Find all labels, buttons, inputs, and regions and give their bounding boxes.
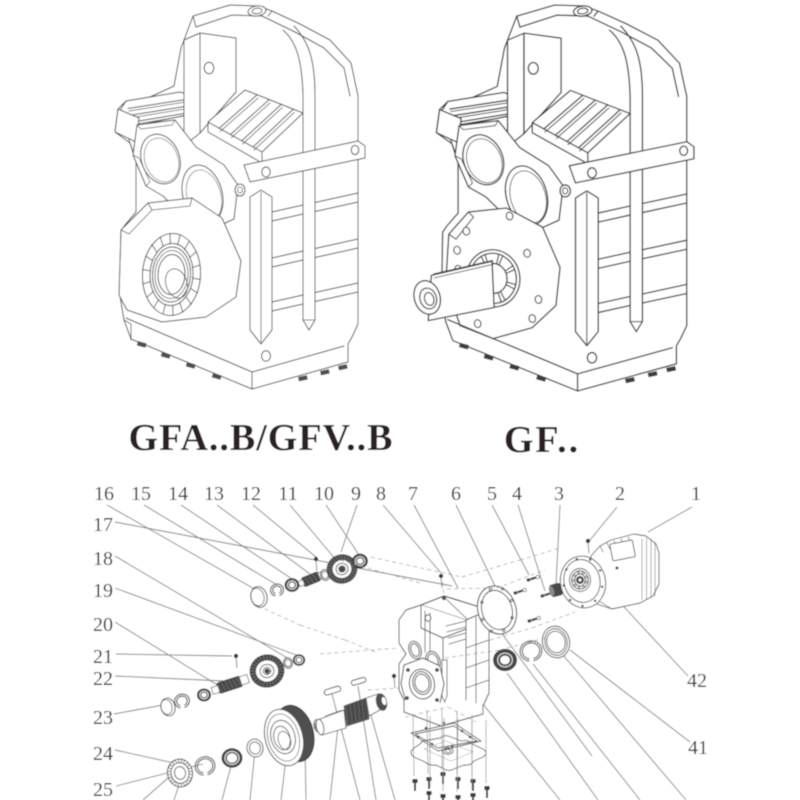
svg-text:18: 18 — [93, 548, 113, 570]
svg-text:14: 14 — [168, 483, 188, 505]
svg-text:8: 8 — [376, 483, 386, 505]
svg-text:41: 41 — [688, 737, 708, 759]
svg-text:12: 12 — [241, 483, 261, 505]
svg-text:17: 17 — [93, 514, 113, 536]
svg-text:4: 4 — [512, 483, 522, 505]
svg-text:19: 19 — [93, 580, 113, 602]
svg-text:13: 13 — [204, 483, 224, 505]
svg-text:10: 10 — [314, 483, 334, 505]
svg-text:1: 1 — [691, 483, 701, 505]
svg-text:3: 3 — [554, 483, 564, 505]
svg-text:15: 15 — [131, 483, 151, 505]
svg-text:42: 42 — [687, 670, 707, 692]
svg-text:23: 23 — [93, 707, 113, 729]
svg-text:2: 2 — [615, 483, 625, 505]
svg-text:11: 11 — [278, 483, 297, 505]
svg-text:GFA..B/GFV..B: GFA..B/GFV..B — [129, 417, 394, 459]
svg-text:16: 16 — [94, 483, 114, 505]
svg-text:GF..: GF.. — [504, 419, 580, 461]
svg-text:25: 25 — [93, 779, 113, 800]
svg-text:5: 5 — [487, 483, 497, 505]
svg-text:6: 6 — [451, 483, 461, 505]
svg-text:9: 9 — [351, 483, 361, 505]
svg-text:22: 22 — [93, 668, 113, 690]
svg-text:24: 24 — [93, 743, 113, 765]
svg-text:21: 21 — [93, 646, 113, 668]
svg-text:7: 7 — [408, 483, 418, 505]
svg-text:20: 20 — [93, 614, 113, 636]
